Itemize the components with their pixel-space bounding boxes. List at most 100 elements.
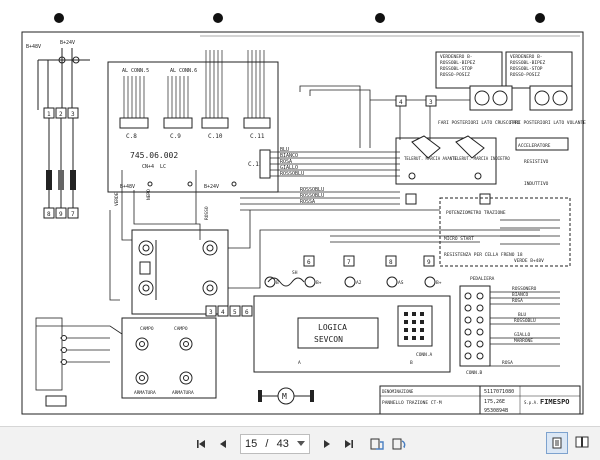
terminal-number: 9 bbox=[59, 211, 63, 218]
previous-page-icon bbox=[220, 439, 226, 448]
two-page-view-button[interactable] bbox=[572, 432, 592, 452]
pedal-label: RESISTENZA PER CELLA FRENO 18 bbox=[444, 252, 523, 258]
terminal-code: A bbox=[298, 360, 301, 366]
first-page-button[interactable] bbox=[190, 433, 212, 455]
view-mode-group bbox=[546, 432, 592, 454]
wire-colour-label: ROSSOBL-BIPEZ bbox=[440, 60, 476, 66]
wire-label: ROSSOBLU bbox=[300, 193, 324, 199]
connector-label: C.8 bbox=[126, 133, 137, 140]
supply-label: B+48V bbox=[26, 44, 41, 50]
wire-colour-label: BIANCO bbox=[512, 292, 529, 298]
wire-colour-label: MARRONE bbox=[514, 338, 533, 344]
coil-label: ARMATURA bbox=[134, 390, 156, 396]
lamp-label: FARI POSTERIORI LATO VOLANTE bbox=[510, 120, 586, 126]
sheet-border bbox=[21, 31, 584, 415]
terminal-number: 2 bbox=[59, 111, 63, 118]
part-number: 745.06.002 bbox=[130, 151, 178, 160]
terminal-number: 4 bbox=[399, 99, 403, 106]
terminal-number: 6 bbox=[245, 309, 249, 316]
accelerator-mode: INDUTTIVO bbox=[524, 181, 549, 187]
accelerator-box bbox=[515, 137, 569, 151]
svg-text:NERO: NERO bbox=[146, 189, 152, 200]
terminal-number: 7 bbox=[71, 211, 75, 218]
two-page-icon bbox=[575, 436, 589, 448]
title-description: PANNELLO TRAZIONE CT-M bbox=[382, 400, 442, 406]
connector-label: AL CONN.6 bbox=[170, 68, 197, 74]
coil-label: ARMATURA bbox=[172, 390, 194, 396]
page-number-input[interactable]: 15 / 43 bbox=[240, 433, 310, 454]
terminal-number: 6 bbox=[307, 259, 311, 266]
connector-label: C.9 bbox=[170, 133, 181, 140]
title-field: DENOMINAZIONE bbox=[382, 389, 414, 394]
wire-colour-label: ROSSOBL-BIPEZ bbox=[510, 60, 546, 66]
first-page-icon bbox=[197, 439, 205, 448]
controller-panel bbox=[107, 61, 279, 193]
svg-text:ROSSO: ROSSO bbox=[204, 206, 210, 220]
terminal-number: 5 bbox=[233, 309, 237, 316]
page-separator: / bbox=[265, 437, 269, 450]
connector-label: CONN.A bbox=[416, 352, 433, 358]
fit-page-icon bbox=[370, 438, 384, 450]
accelerator-mode: RESISTIVO bbox=[524, 159, 549, 165]
connector-label: C.11 bbox=[250, 133, 265, 140]
drawing-code: 175,26E bbox=[484, 399, 505, 405]
wiring-diagram: B+48V B+24V 1 2 3 8 9 7 AL CONN.5 AL CON… bbox=[21, 13, 586, 415]
rotate-page-button[interactable] bbox=[388, 433, 410, 455]
wire-colour-label: ROSA bbox=[512, 298, 523, 304]
coil-label: CAMPO bbox=[174, 326, 188, 332]
wire-label: ROSSOBLU bbox=[300, 187, 324, 193]
coil-label: CAMPO bbox=[140, 326, 154, 332]
terminal-number: 3 bbox=[209, 309, 213, 316]
terminal-code: B+ bbox=[316, 280, 322, 286]
terminal-number: 4 bbox=[221, 309, 225, 316]
connector-label: CONN.B bbox=[466, 370, 483, 376]
wire-colour-label: VERDENERO B- bbox=[440, 54, 473, 60]
total-pages: 43 bbox=[276, 437, 289, 450]
last-page-button[interactable] bbox=[338, 433, 360, 455]
punch-hole bbox=[535, 13, 545, 23]
contactor-block bbox=[395, 137, 497, 185]
fit-page-button[interactable] bbox=[366, 433, 388, 455]
connector-label: CN+4 bbox=[142, 164, 154, 170]
next-page-button[interactable] bbox=[316, 433, 338, 455]
terminal-number: 8 bbox=[389, 259, 393, 266]
drawing-code: 9530894B bbox=[484, 408, 508, 414]
supply-label: B+24V bbox=[204, 184, 219, 190]
contactor-housing bbox=[131, 229, 229, 315]
pedal-block bbox=[439, 197, 571, 267]
logic-controller bbox=[253, 295, 451, 373]
terminal-number: 7 bbox=[347, 259, 351, 266]
brand-logo-text: FIMESPO bbox=[540, 398, 570, 406]
wire-label: ROSSOBLU bbox=[280, 171, 304, 177]
punch-hole bbox=[54, 13, 64, 23]
wire-colour-label: VERDENERO B- bbox=[510, 54, 543, 60]
motor-label: M bbox=[282, 392, 287, 401]
company-type: S.p.A. bbox=[524, 400, 538, 405]
next-page-icon bbox=[324, 439, 330, 448]
logic-title: LOGICA bbox=[318, 323, 347, 332]
terminal-number: 3 bbox=[429, 99, 433, 106]
supply-label: B+48V bbox=[120, 184, 135, 190]
logic-label-box bbox=[297, 317, 379, 349]
schematic-page: B+48V B+24V 1 2 3 8 9 7 AL CONN.5 AL CON… bbox=[21, 13, 587, 415]
battery-bus bbox=[37, 48, 90, 110]
wire-colour-label: ROSA bbox=[502, 360, 513, 366]
wire-colour-label: ROSSO-POSIZ bbox=[440, 72, 470, 78]
last-page-icon bbox=[345, 439, 353, 448]
accelerator-label: ACCELERATORE bbox=[518, 143, 551, 149]
headlamp-left bbox=[469, 85, 513, 111]
contactor-label: TELERUT. MARCIA AVANTI bbox=[404, 156, 458, 161]
wire-label: ROSA bbox=[280, 159, 292, 165]
single-page-view-button[interactable] bbox=[546, 432, 568, 454]
rotate-icon bbox=[392, 438, 406, 449]
pdf-viewer-toolbar: 15 / 43 bbox=[0, 426, 600, 460]
terminal-number: 3 bbox=[71, 111, 75, 118]
wire-colour-label: ROSSO-POSIZ bbox=[510, 72, 540, 78]
contactor-label: TELERUT. MARCIA INDIETRO bbox=[452, 156, 510, 161]
previous-page-button[interactable] bbox=[212, 433, 234, 455]
wire-colour-label: ROSSONERO bbox=[512, 286, 537, 292]
wire-colour-label: ROSSOBL-STOP bbox=[440, 66, 473, 72]
punch-hole bbox=[375, 13, 385, 23]
headlamp-right bbox=[529, 85, 573, 111]
connector-label: C.10 bbox=[208, 133, 223, 140]
